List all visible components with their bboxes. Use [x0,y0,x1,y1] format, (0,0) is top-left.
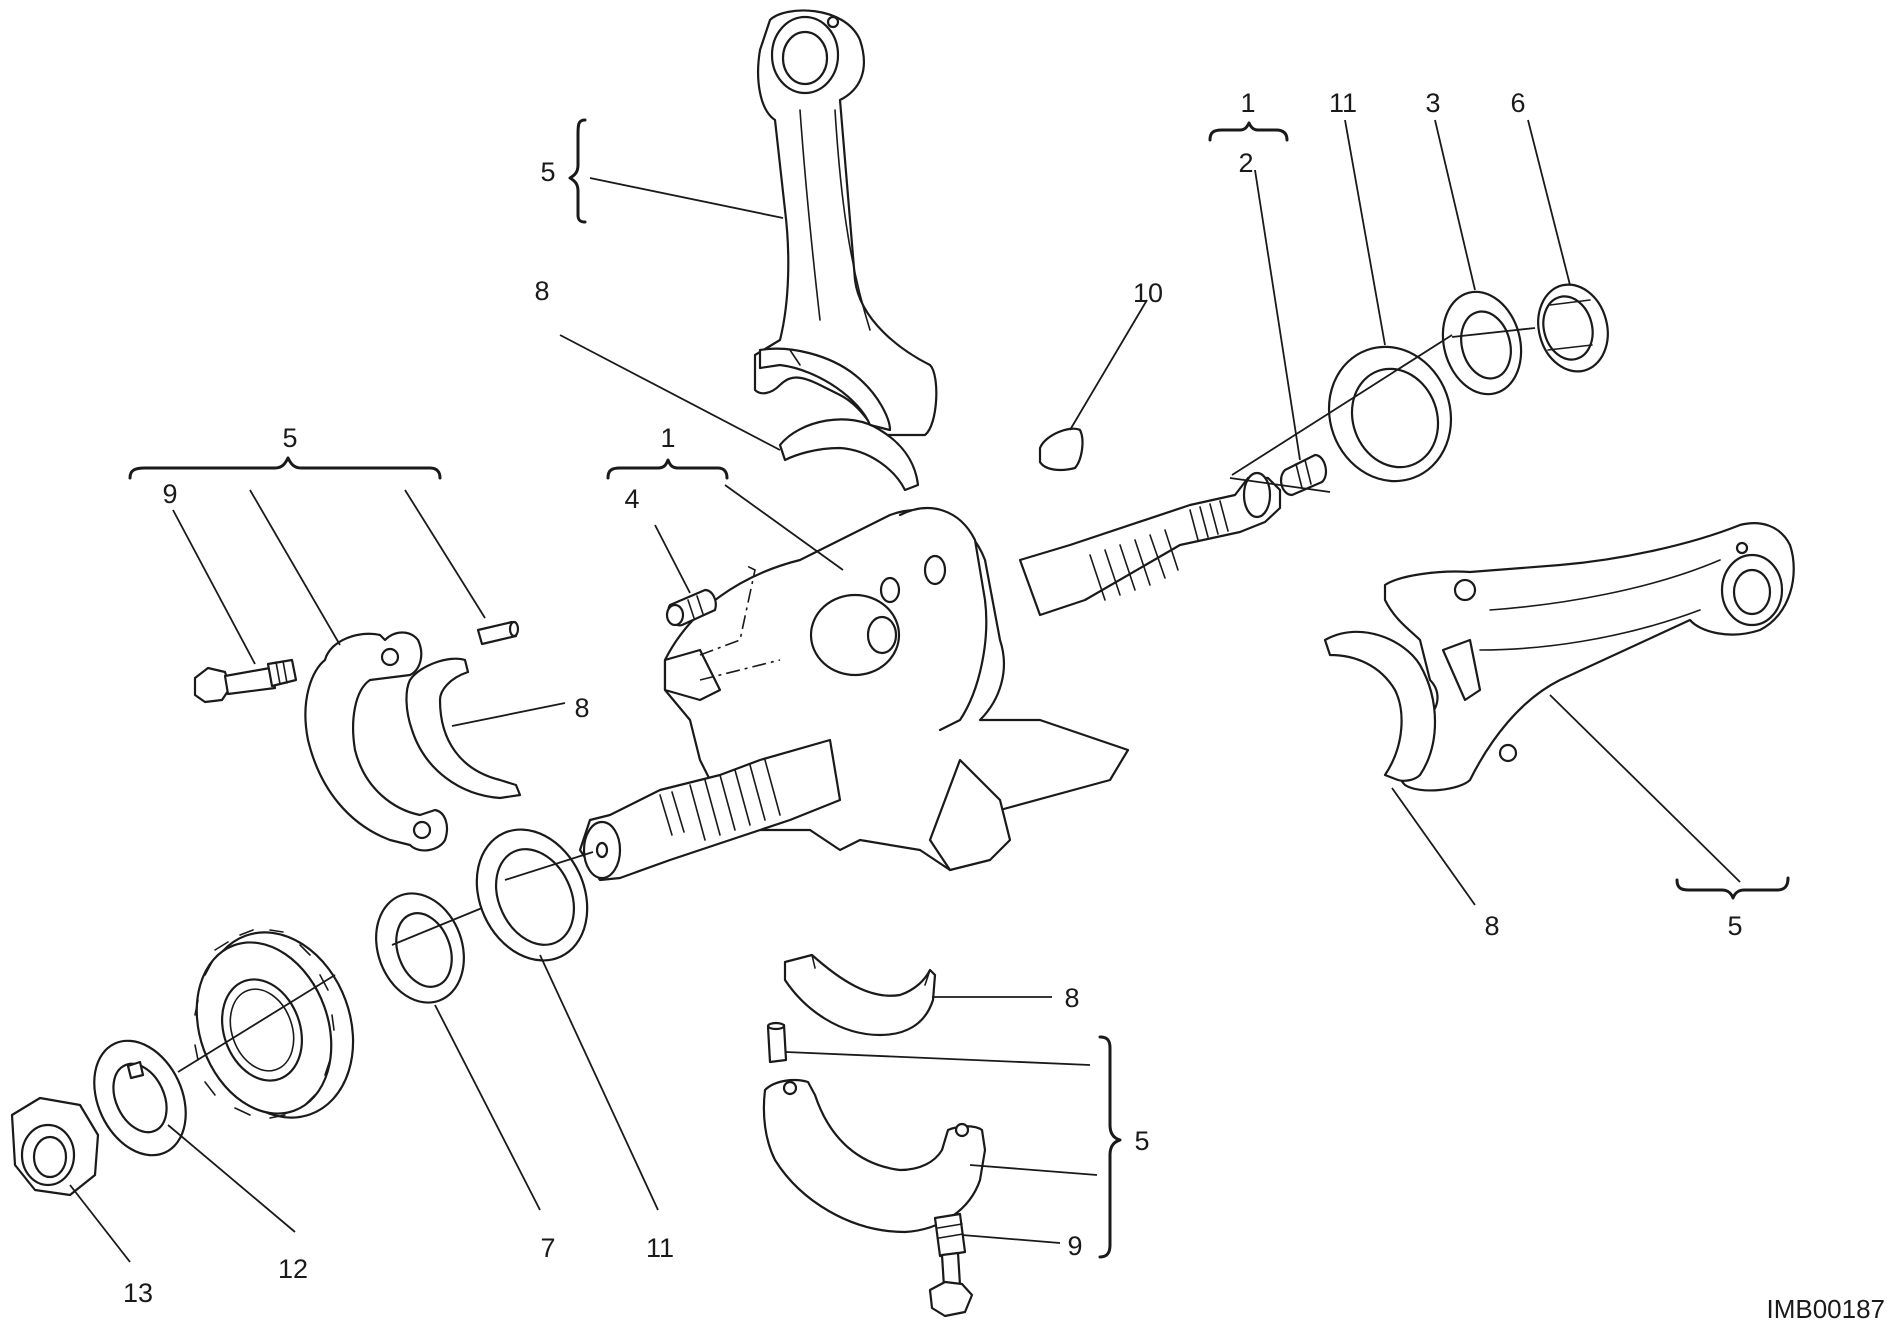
callout-5-left-group: 5 [282,423,297,453]
bearing-cap-left [304,631,449,852]
bearing-shell-bottom [783,953,937,1037]
callout-12-washer: 12 [278,1254,308,1284]
nut-right-6 [1537,283,1609,373]
connecting-rod-top [753,9,938,437]
screw-plug-4 [665,588,717,627]
plug-2 [1279,453,1328,497]
callout-5-right-rod: 5 [1727,911,1742,941]
connecting-rod-right [1383,522,1795,792]
bolt-bottom [928,1212,974,1318]
callout-11-shim: 11 [646,1233,674,1263]
dowel-pin-bottom [766,1021,788,1064]
callout-3-right: 3 [1425,88,1440,118]
woodruff-key-10 [1038,427,1084,472]
callout-6-right: 6 [1510,88,1525,118]
crankshaft [578,471,1282,882]
callout-8-right-rod: 8 [1484,911,1499,941]
shim-ring-right-11 [1327,345,1453,483]
bearing-shell-top [778,418,920,492]
dowel-pin-left [476,620,520,646]
bearing-cap-bottom [762,1079,987,1234]
callout-10-key: 10 [1133,278,1163,308]
callout-labels: 5 8 1 2 11 3 6 10 5 9 8 1 4 8 5 8 5 9 13… [123,88,1885,1324]
callout-4-center: 4 [624,484,639,514]
callout-5-top-rod: 5 [540,157,555,187]
callout-5-bottom-group: 5 [1134,1126,1149,1156]
oil-seal-7 [375,892,465,1004]
callout-7-seal: 7 [540,1233,555,1263]
seal-ring-right-3 [1441,290,1523,396]
callout-13-nut: 13 [123,1278,153,1308]
callout-8-bottom: 8 [1064,983,1079,1013]
callout-9-bottom: 9 [1067,1231,1082,1261]
lock-washer-12 [93,1039,187,1157]
bearing-shell-left [405,657,522,800]
callout-9-left: 9 [162,479,177,509]
bolt-left [193,658,298,704]
callout-8-top-rod: 8 [534,276,549,306]
callout-1-center-group: 1 [660,423,675,453]
image-code: IMB00187 [1766,1294,1885,1324]
callout-2-right: 2 [1238,148,1253,178]
bearing-shell-right [1323,630,1437,782]
primary-gear [194,929,355,1119]
callout-11-right: 11 [1329,88,1357,118]
callout-1-right-group: 1 [1240,88,1255,118]
callout-8-left: 8 [574,693,589,723]
braces [128,118,1790,1259]
nut-13 [10,1096,100,1197]
leader-lines [69,119,1741,1263]
